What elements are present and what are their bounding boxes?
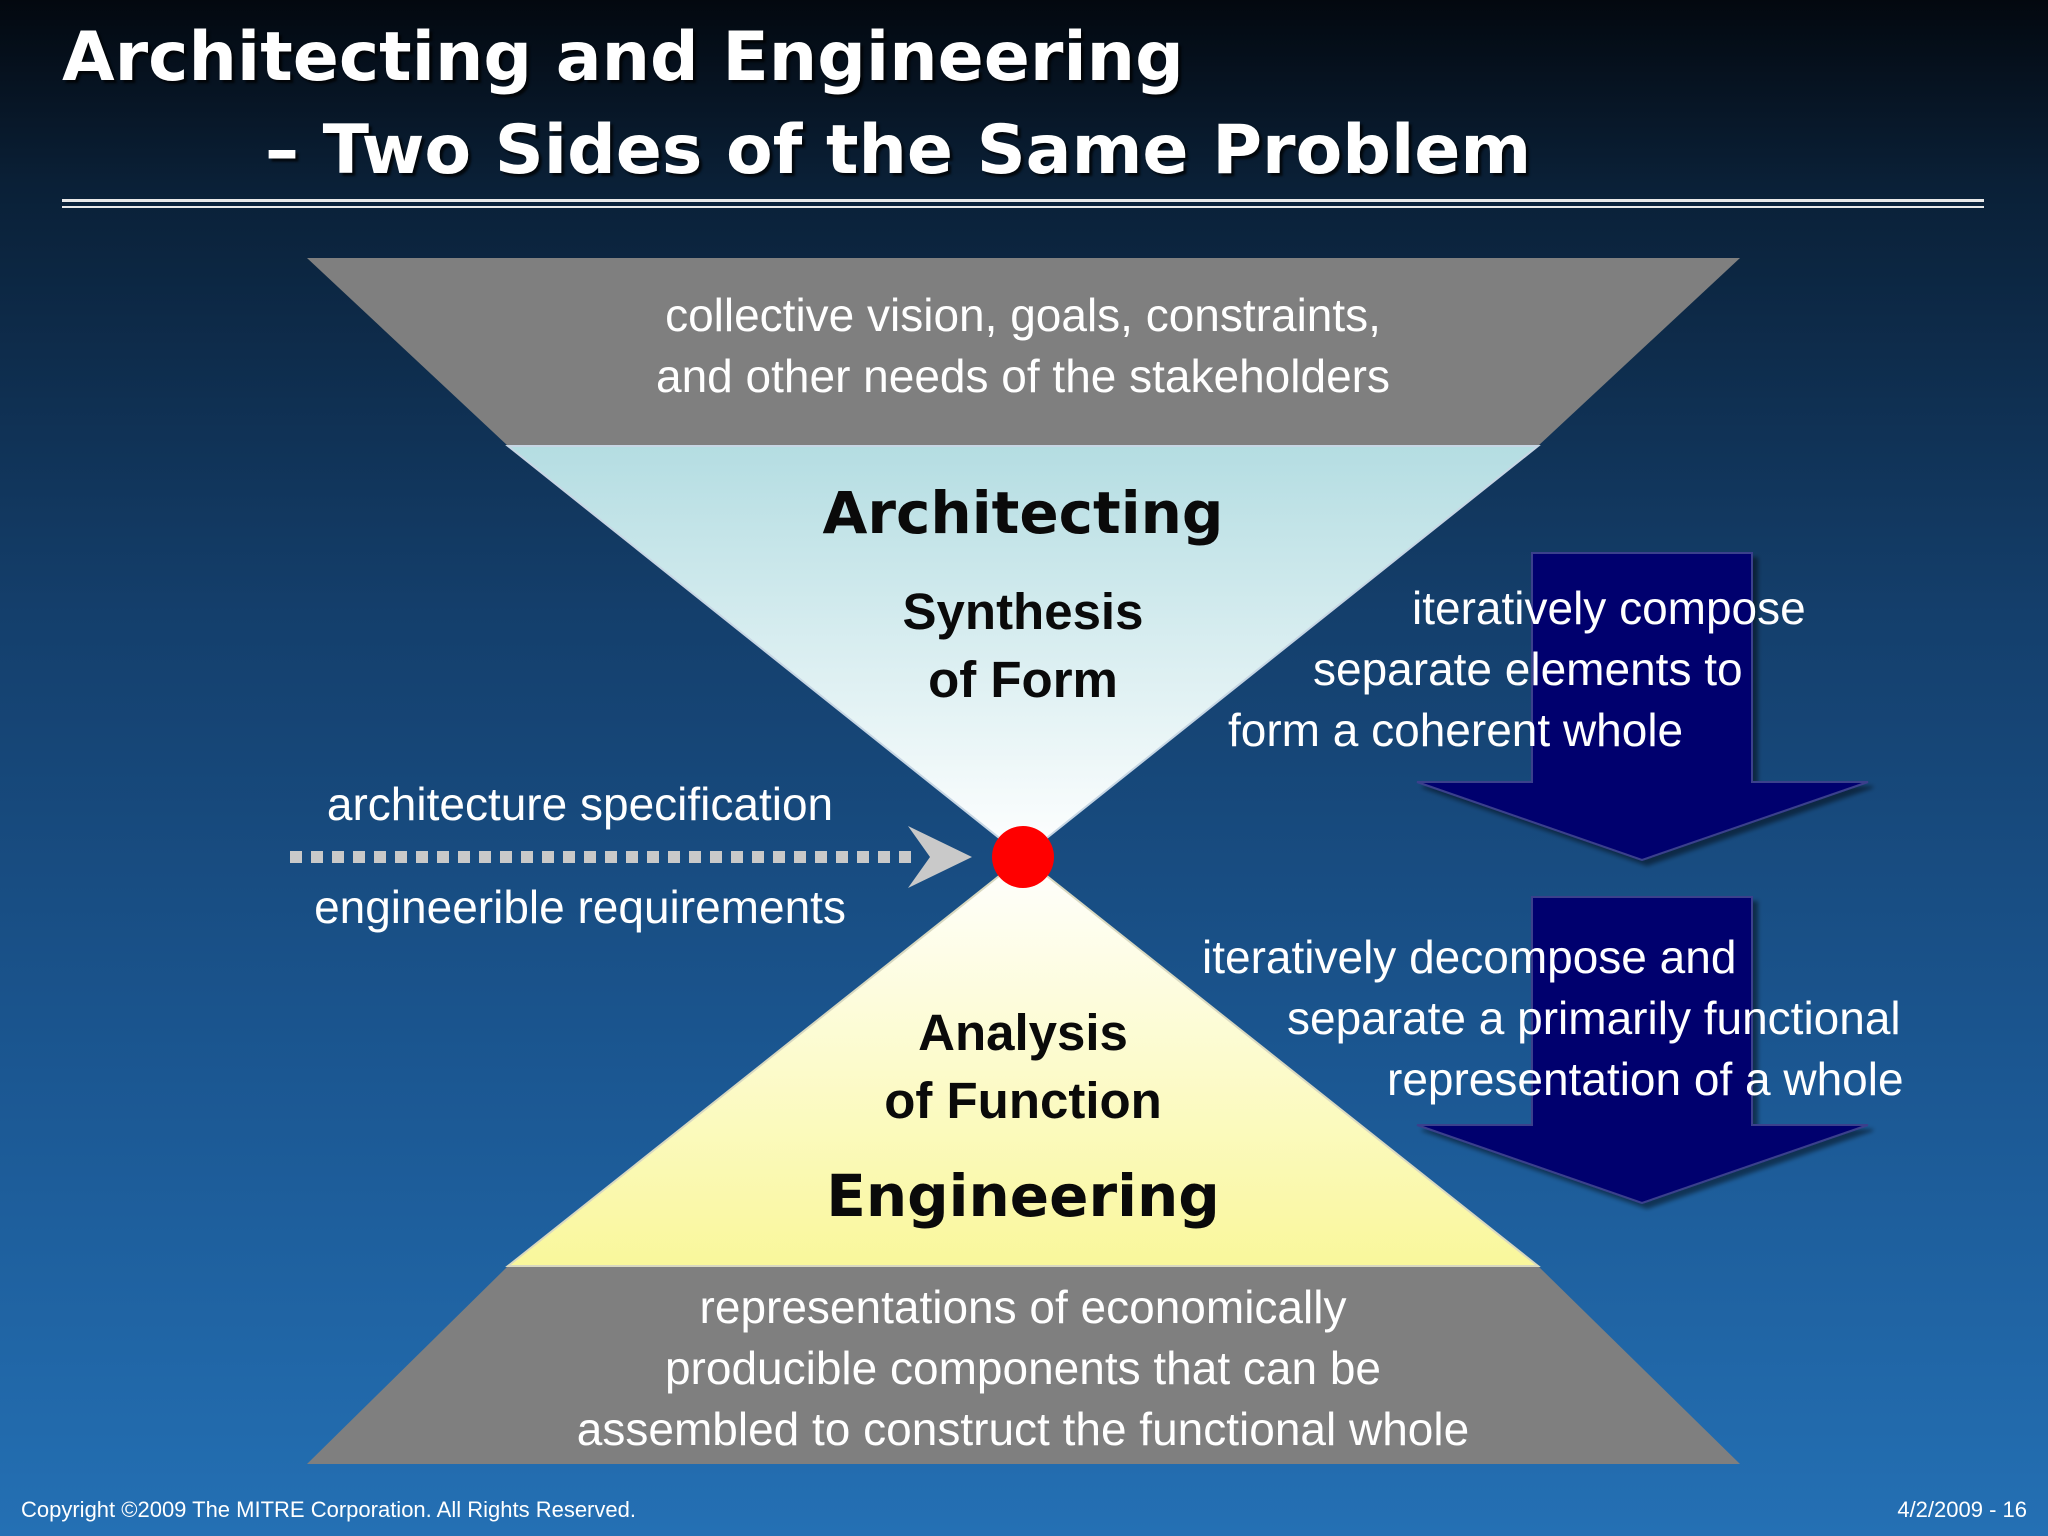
compose-text-line-1: iteratively compose <box>1412 582 1806 634</box>
specification-arrow-head <box>908 826 972 888</box>
compose-text-line-3: form a coherent whole <box>1228 704 1684 756</box>
date-page-footer: 4/2/2009 - 16 <box>1897 1497 2027 1522</box>
engineering-heading: Engineering <box>826 1162 1220 1230</box>
slide-title-line-2: – Two Sides of the Same Problem <box>265 111 1532 190</box>
junction-dot <box>992 826 1054 888</box>
copyright-footer: Copyright ©2009 The MITRE Corporation. A… <box>21 1497 636 1522</box>
decompose-text-line-3: representation of a whole <box>1387 1053 1904 1105</box>
compose-text-line-2: separate elements to <box>1313 643 1743 695</box>
title-rule-bottom <box>62 206 1984 208</box>
components-line-3: assembled to construct the functional wh… <box>576 1403 1470 1455</box>
engineerible-requirements-label: engineerible requirements <box>314 881 846 933</box>
decompose-text-line-1: iteratively decompose and <box>1202 931 1737 983</box>
slide-title-line-1: Architecting and Engineering <box>62 18 1184 97</box>
bottom-gray-band <box>307 1266 1740 1464</box>
decompose-text-line-2: separate a primarily functional <box>1287 992 1901 1044</box>
stakeholder-needs-line-2: and other needs of the stakeholders <box>656 350 1390 402</box>
architecture-specification-label: architecture specification <box>326 778 834 830</box>
decompose-down-arrow <box>1416 896 1869 1205</box>
title-rule-top <box>62 199 1984 202</box>
compose-down-arrow <box>1416 552 1869 862</box>
analysis-label: Analysis <box>918 1004 1128 1061</box>
engineering-triangle <box>505 855 1541 1267</box>
architecting-heading: Architecting <box>822 479 1224 547</box>
components-line-1: representations of economically <box>699 1281 1347 1333</box>
of-function-label: of Function <box>884 1072 1162 1129</box>
components-line-2: producible components that can be <box>664 1342 1382 1394</box>
of-form-label: of Form <box>928 651 1118 708</box>
synthesis-label: Synthesis <box>902 583 1144 640</box>
top-gray-band <box>307 258 1740 446</box>
stakeholder-needs-line-1: collective vision, goals, constraints, <box>665 289 1381 341</box>
architecting-triangle <box>505 445 1541 859</box>
